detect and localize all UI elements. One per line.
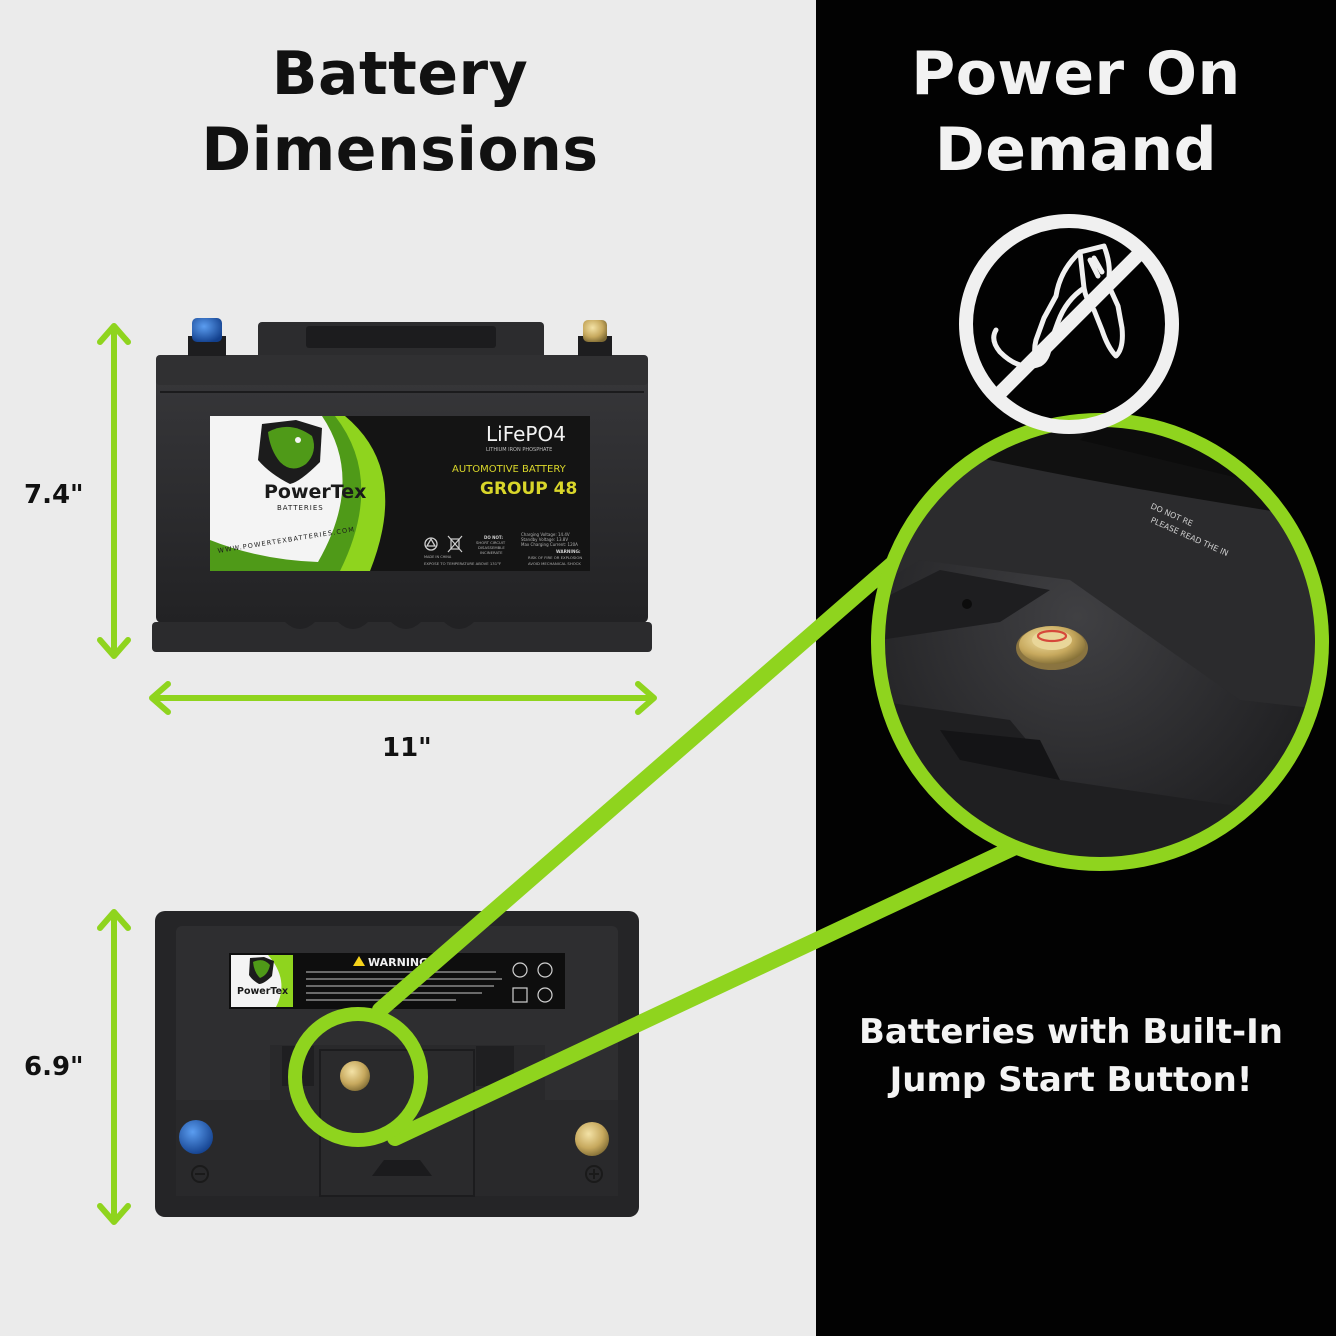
- label-warning-line: RISK OF FIRE OR EXPLOSION: [528, 555, 582, 560]
- label-warning-line: AVOID MECHANICAL SHOCK: [528, 561, 581, 566]
- warning-triangle-icon: [353, 956, 365, 966]
- top-label-warning: WARNING: [368, 956, 428, 969]
- label-spec: Max Charging Current: 120A: [521, 542, 578, 547]
- label-group: GROUP 48: [480, 479, 577, 499]
- battery-front-view: PowerTex BATTERIES WWW.POWERTEXBATTERIES…: [152, 318, 652, 652]
- positive-terminal: [578, 320, 612, 356]
- label-do-not: DISASSEMBLE: [478, 545, 505, 550]
- no-jumper-cables-icon: [959, 214, 1179, 434]
- no-trash-bin-icon: [447, 535, 463, 553]
- label-do-not: INCINERATE: [480, 550, 503, 555]
- dino-logo-icon: [258, 420, 322, 484]
- label-spec: Standby Voltage: 13.8V: [521, 537, 568, 542]
- dino-logo-icon: [249, 957, 274, 984]
- height-arrow: [97, 323, 131, 659]
- label-spec: Charging Voltage: 14.4V: [521, 532, 570, 537]
- jump-button-closeup: [1016, 626, 1088, 670]
- label-chemistry-sub: LITHIUM IRON PHOSPHATE: [486, 447, 552, 453]
- front-width-label: 11": [382, 733, 432, 763]
- jump-start-tagline: Batteries with Built-In Jump Start Butto…: [859, 1012, 1283, 1100]
- depth-arrow: [97, 909, 131, 1225]
- zoom-callout: [372, 532, 1038, 1146]
- recycle-icon: [424, 537, 438, 551]
- button-highlight-ring: [288, 1007, 428, 1147]
- top-label-brand: PowerTex: [237, 986, 288, 997]
- jump-start-button: [340, 1061, 370, 1091]
- front-height-label: 7.4": [24, 480, 84, 510]
- label-made-in: MADE IN CHINA: [424, 555, 452, 559]
- label-brand-sub: BATTERIES: [277, 504, 324, 512]
- zoomed-button-detail: DO NOT RE PLEASE READ THE IN: [878, 420, 1322, 864]
- negative-terminal: [188, 318, 226, 356]
- battery-label: PowerTex BATTERIES WWW.POWERTEXBATTERIES…: [210, 416, 590, 571]
- label-type: AUTOMOTIVE BATTERY: [452, 464, 567, 475]
- label-do-not: SHORT CIRCUIT: [476, 540, 506, 545]
- label-brand: PowerTex: [264, 481, 366, 503]
- width-arrow: [149, 681, 657, 715]
- positive-terminal-top: [575, 1122, 609, 1183]
- negative-terminal-top: [179, 1120, 213, 1183]
- label-warning-title: WARNING:: [556, 549, 581, 554]
- battery-dimensions-heading: Battery Dimensions: [201, 39, 599, 185]
- label-expose: EXPOSE TO TEMPERATURE ABOVE 131°F: [424, 561, 501, 566]
- label-do-not: DO NOT:: [484, 535, 503, 540]
- label-chemistry: LiFePO4: [486, 422, 566, 446]
- power-on-demand-heading: Power On Demand: [911, 39, 1241, 185]
- top-depth-label: 6.9": [24, 1052, 84, 1082]
